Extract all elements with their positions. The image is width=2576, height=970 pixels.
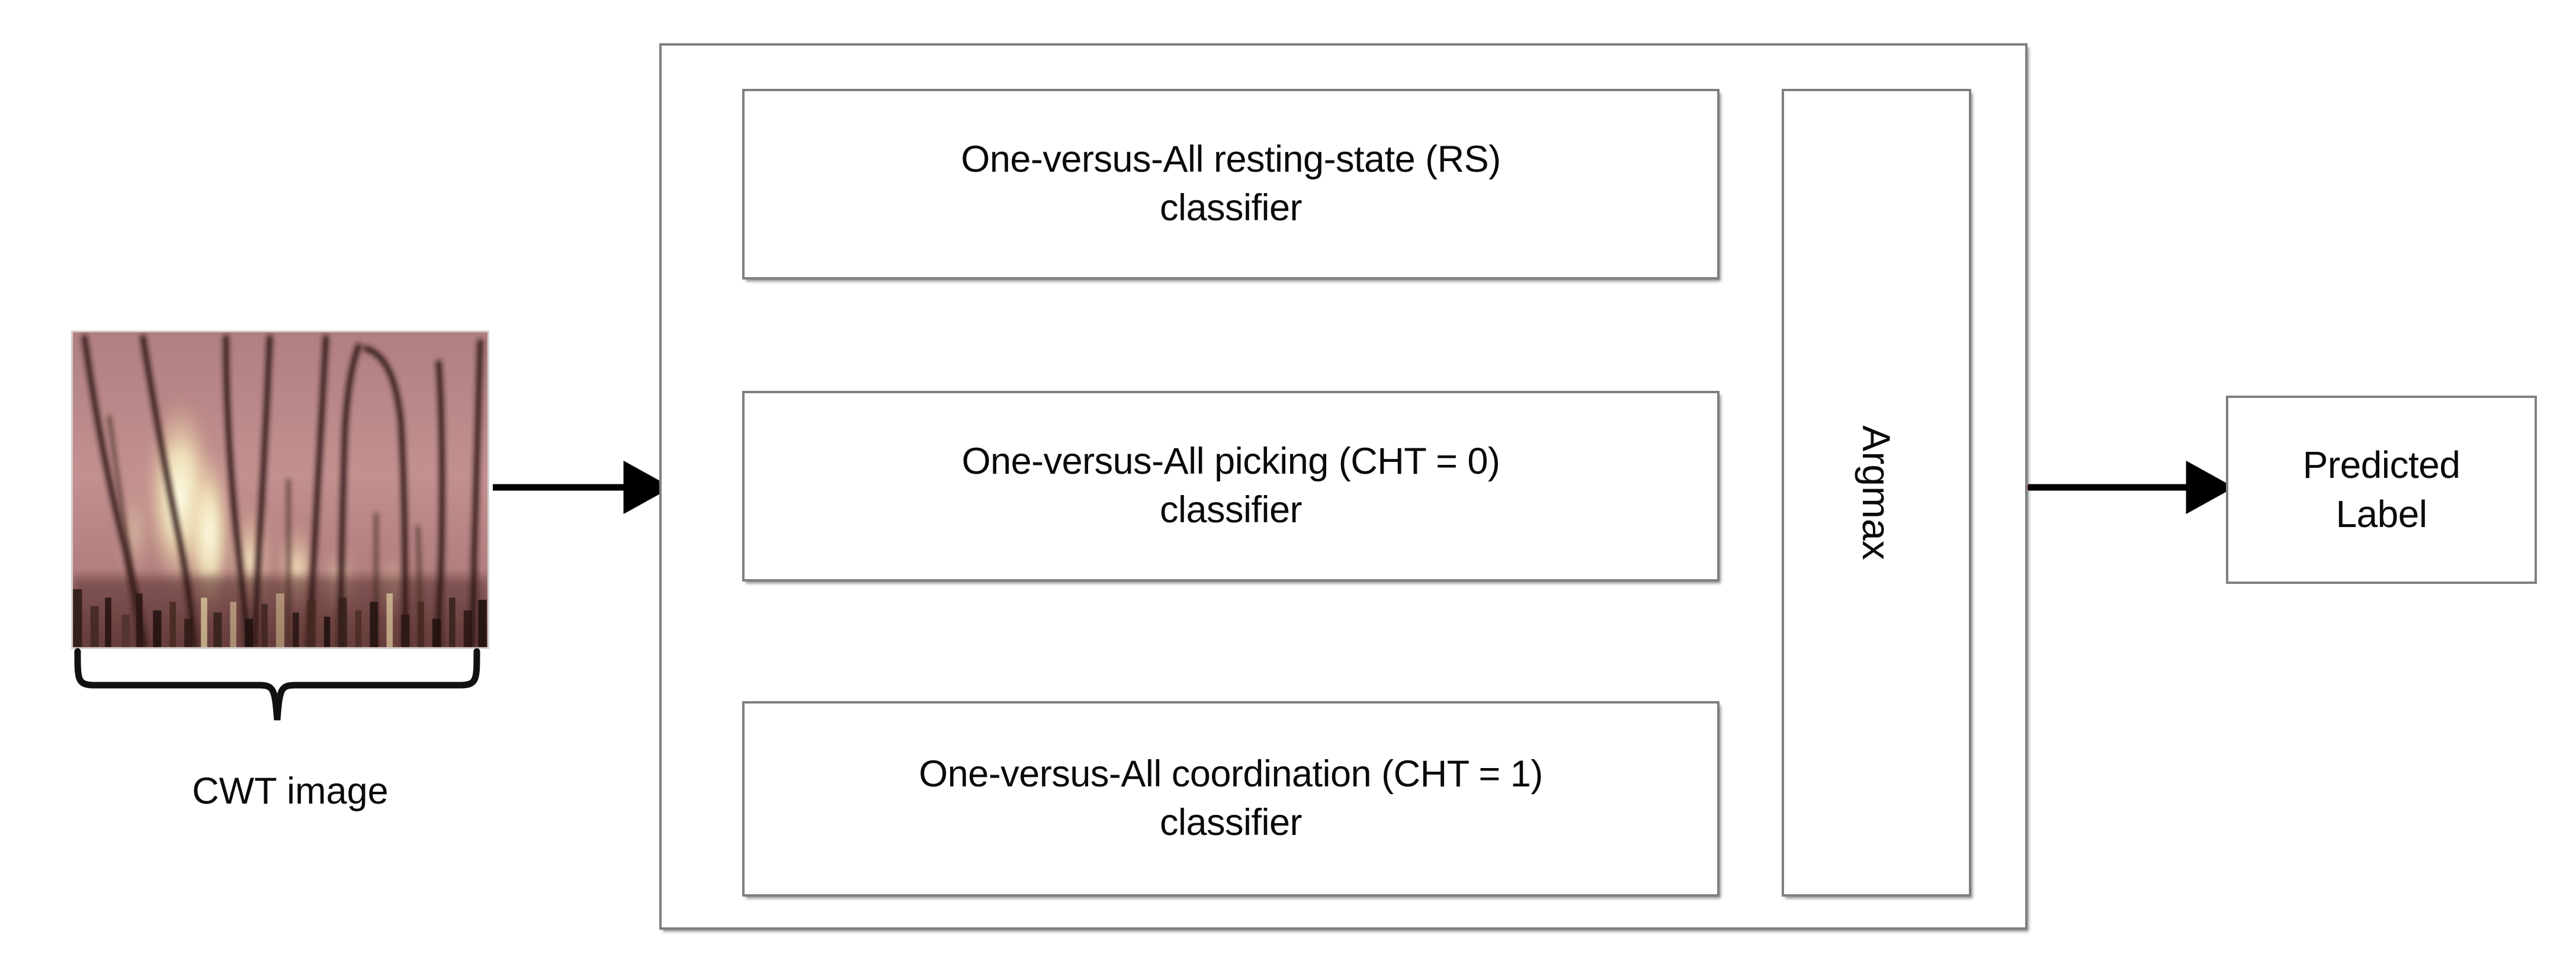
cwt-scalogram-svg: [72, 331, 489, 648]
argmax-block[interactable]: Argmax: [1782, 89, 1971, 897]
classifier-box-resting-state[interactable]: One-versus-All resting-state (RS) classi…: [742, 89, 1720, 280]
argmax-label: Argmax: [1855, 425, 1898, 560]
classifier-label-resting-state: One-versus-All resting-state (RS) classi…: [961, 139, 1501, 229]
classifier-label-coordination: One-versus-All coordination (CHT = 1) cl…: [919, 753, 1543, 843]
predicted-label-text: Predicted Label: [2302, 443, 2460, 535]
curly-brace-icon: [74, 648, 480, 721]
cwt-scalogram-image: [71, 330, 489, 649]
classifier-label-picking: One-versus-All picking (CHT = 0) classif…: [961, 441, 1500, 531]
classifier-box-picking[interactable]: One-versus-All picking (CHT = 0) classif…: [742, 391, 1720, 582]
cwt-image-caption: CWT image: [192, 770, 389, 812]
classifier-box-coordination[interactable]: One-versus-All coordination (CHT = 1) cl…: [742, 701, 1720, 897]
predicted-label-box[interactable]: Predicted Label: [2226, 396, 2537, 584]
